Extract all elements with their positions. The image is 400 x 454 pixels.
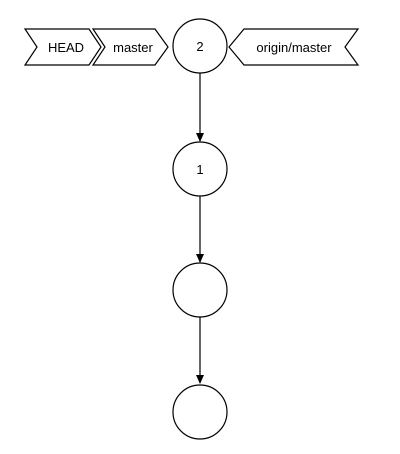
- tag-origin-master-shape: [228, 28, 360, 66]
- commit-circle: [172, 18, 228, 74]
- tag-head-shape: [23, 28, 102, 66]
- tag-master[interactable]: master: [91, 28, 169, 66]
- commit-circle: [172, 141, 228, 197]
- commit-node-2[interactable]: 2: [172, 18, 228, 74]
- commit-label: 2: [196, 39, 203, 54]
- tag-master-shape: [91, 28, 169, 66]
- tag-head[interactable]: HEAD: [23, 28, 102, 66]
- commit-circle: [172, 262, 228, 318]
- commit-node-1[interactable]: 1: [172, 141, 228, 197]
- commit-node-root[interactable]: [172, 384, 228, 440]
- tag-origin-master[interactable]: origin/master: [228, 28, 360, 66]
- commit-circle: [172, 384, 228, 440]
- tag-head-label: HEAD: [48, 40, 84, 55]
- commit-node-0[interactable]: [172, 262, 228, 318]
- tag-master-label: master: [113, 40, 153, 55]
- commit-label: 1: [196, 162, 203, 177]
- tag-origin-master-label: origin/master: [256, 40, 332, 55]
